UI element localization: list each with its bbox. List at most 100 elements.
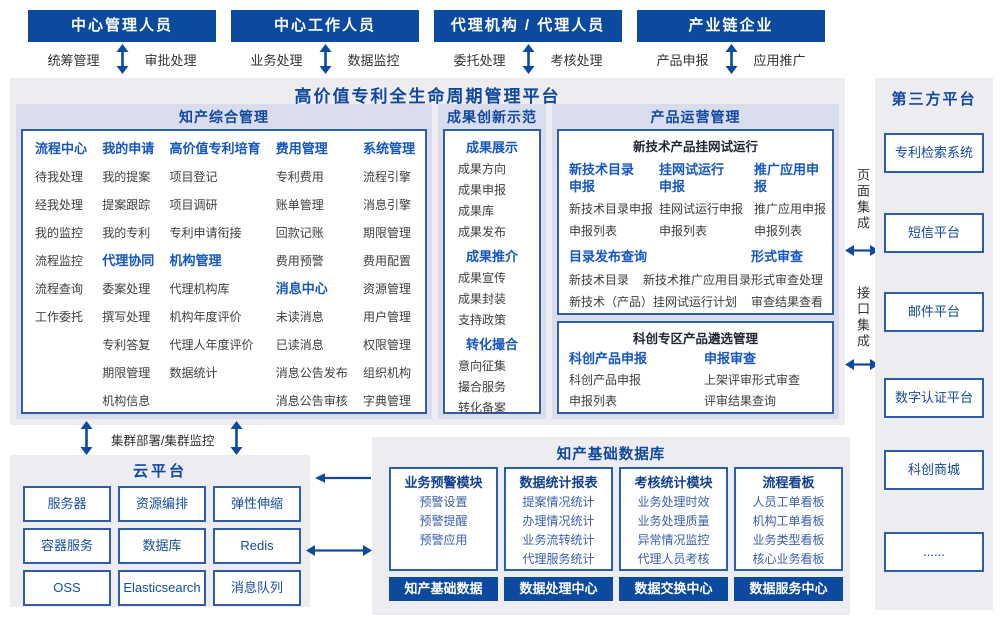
trial-run-title: 新技术产品挂网试运行	[632, 140, 758, 154]
menu-item: 撰写处理	[102, 310, 151, 324]
db-module-stats: 数据统计报表 提案情况统计 办理情况统计 业务流转统计 代理服务统计	[504, 467, 613, 571]
section-heading: 机构管理	[169, 253, 222, 268]
leftright-arrow-icon	[306, 545, 372, 556]
menu-item: 新技术（产品）挂网试运行计划	[569, 295, 738, 309]
role-action-right: 审批处理	[144, 53, 197, 68]
menu-item: 申报列表	[569, 224, 618, 238]
section-heading: 成果推介	[465, 249, 518, 264]
formal-review-section: 形式审查 形式审查处理 审查结果查看	[751, 244, 826, 313]
menu-item: 专利申请衔接	[169, 226, 242, 240]
menu-item: 成果封装	[458, 292, 507, 306]
menu-item: 预警设置	[419, 495, 468, 509]
third-party-item: 数字认证平台	[884, 378, 984, 418]
third-party-item: 科创商城	[884, 450, 984, 490]
section-heading: 考核统计模块	[634, 475, 713, 490]
menu-item: 异常情况监控	[637, 533, 710, 547]
role-industry-enterprise: 产业链企业 产品申报 应用推广	[637, 10, 825, 78]
cloud-item: 弹性伸缩	[213, 486, 301, 522]
menu-item: 数据统计	[169, 366, 218, 380]
menu-item: 流程监控	[35, 254, 84, 268]
role-action-right: 考核处理	[550, 53, 603, 68]
section-heading: 转化撮合	[465, 337, 518, 352]
menu-item: 机构信息	[102, 394, 151, 408]
menu-item: 代理人年度评价	[169, 338, 254, 352]
role-agency: 代理机构 / 代理人员 委托处理 考核处理	[434, 10, 622, 78]
section-heading: 高价值专利培育	[169, 141, 261, 156]
api-integration-label: 接口集成	[855, 286, 870, 350]
role-action-right: 应用推广	[753, 53, 806, 68]
menu-item: 流程引擎	[362, 170, 411, 184]
menu-item: 已读消息	[275, 338, 324, 352]
panel-ip-management: 知产综合管理 流程中心 待我处理 经我处理 我的监控 流程监控 流程查询 工作委…	[16, 104, 432, 419]
panel-achievement-title: 成果创新示范	[447, 109, 537, 125]
menu-item: 待我处理	[35, 170, 84, 184]
updown-arrow-icon	[230, 421, 243, 455]
menu-item: 新技术目录申报	[569, 202, 654, 216]
menu-item: 申报列表	[753, 224, 802, 238]
ip-column-fee: 费用管理 专利费用 账单管理 回款记账 费用预警 消息中心 未读消息 已读消息 …	[276, 135, 348, 412]
section-heading: 成果展示	[465, 140, 518, 155]
selection-col-review: 申报审查 上架评审形式审查 评审结果查询	[704, 347, 822, 412]
panel-achievement: 成果创新示范 成果展示 成果方向 成果申报 成果库 成果发布 成果推介 成果宣传…	[438, 104, 546, 419]
cluster-label: 集群部署/集群监控	[111, 434, 215, 448]
cloud-platform-panel: 云平台 服务器 资源编排 弹性伸缩 容器服务 数据库 Redis OSS Ela…	[10, 455, 310, 607]
menu-item: 成果库	[458, 204, 495, 218]
menu-item: 形式审查处理	[751, 273, 824, 287]
third-party-item: 邮件平台	[884, 292, 984, 332]
role-title: 中心工作人员	[231, 10, 419, 42]
menu-item: 新技术推广应用目录	[643, 273, 752, 287]
section-heading: 形式审查	[751, 249, 804, 264]
updown-arrow-icon	[319, 44, 331, 74]
selection-col-apply: 科创产品申报 科创产品申报 申报列表	[569, 347, 704, 412]
panel-ip-title: 知产综合管理	[179, 109, 269, 125]
menu-item: 申报列表	[659, 224, 708, 238]
menu-item: 我的专利	[102, 226, 151, 240]
left-arrow-icon	[315, 473, 371, 483]
role-action-left: 产品申报	[656, 53, 709, 68]
menu-item: 消息公告发布	[275, 366, 348, 380]
menu-item: 挂网试运行申报	[659, 202, 744, 216]
third-party-item: 专利检索系统	[884, 133, 984, 173]
menu-item: 上架评审形式审查	[704, 373, 801, 387]
menu-item: 期限管理	[362, 226, 411, 240]
menu-item: 专利答复	[102, 338, 151, 352]
menu-item: 核心业务看板	[752, 552, 825, 566]
db-module-assessment: 考核统计模块 业务处理时效 业务处理质量 异常情况监控 代理人员考核	[619, 467, 728, 571]
menu-item: 权限管理	[362, 338, 411, 352]
menu-item: 办理情况统计	[522, 514, 595, 528]
menu-item: 意向征集	[458, 359, 507, 373]
menu-item: 费用配置	[362, 254, 411, 268]
menu-item: 业务类型看板	[752, 533, 825, 547]
menu-item: 流程查询	[35, 282, 84, 296]
db-module-warning: 业务预警模块 预警设置 预警提醒 预警应用	[389, 467, 498, 571]
menu-item: 期限管理	[102, 366, 151, 380]
menu-item: 申报列表	[569, 394, 618, 408]
section-heading: 挂网试运行申报	[659, 162, 725, 194]
role-action-left: 委托处理	[453, 53, 506, 68]
role-center-manager: 中心管理人员 统筹管理 审批处理	[28, 10, 216, 78]
menu-item: 成果方向	[458, 162, 507, 176]
menu-item: 机构工单看板	[752, 514, 825, 528]
role-title: 代理机构 / 代理人员	[434, 10, 622, 42]
menu-item: 业务处理质量	[637, 514, 710, 528]
section-heading: 数据统计报表	[519, 475, 598, 490]
menu-item: 费用预警	[275, 254, 324, 268]
menu-item: 支持政策	[458, 313, 507, 327]
trial-col-promo-apply: 推广应用申报 推广应用申报 申报列表	[754, 157, 826, 242]
menu-item: 代理人员考核	[637, 552, 710, 566]
platform-container: 高价值专利全生命周期管理平台 知产综合管理 流程中心 待我处理 经我处理 我的监…	[10, 78, 845, 425]
section-heading: 目录发布查询	[569, 249, 648, 264]
db-module-kanban: 流程看板 人员工单看板 机构工单看板 业务类型看板 核心业务看板	[734, 467, 843, 571]
panel-product-ops-title: 产品运营管理	[650, 109, 741, 125]
leftright-arrow-icon	[845, 245, 879, 256]
menu-item: 我的监控	[35, 226, 84, 240]
section-heading: 流程看板	[762, 475, 815, 490]
ip-column-cultivate: 高价值专利培育 项目登记 项目调研 专利申请衔接 机构管理 代理机构库 机构年度…	[169, 135, 260, 412]
menu-item: 提案情况统计	[522, 495, 595, 509]
menu-item: 代理机构库	[169, 282, 230, 296]
panel-product-ops: 产品运营管理 新技术产品挂网试运行 新技术目录申报 新技术目录申报 申报列表 挂…	[552, 104, 839, 419]
menu-item: 未读消息	[275, 310, 324, 324]
menu-item: 项目登记	[169, 170, 218, 184]
updown-arrow-icon	[116, 44, 128, 74]
third-party-title: 第三方平台	[891, 91, 977, 108]
